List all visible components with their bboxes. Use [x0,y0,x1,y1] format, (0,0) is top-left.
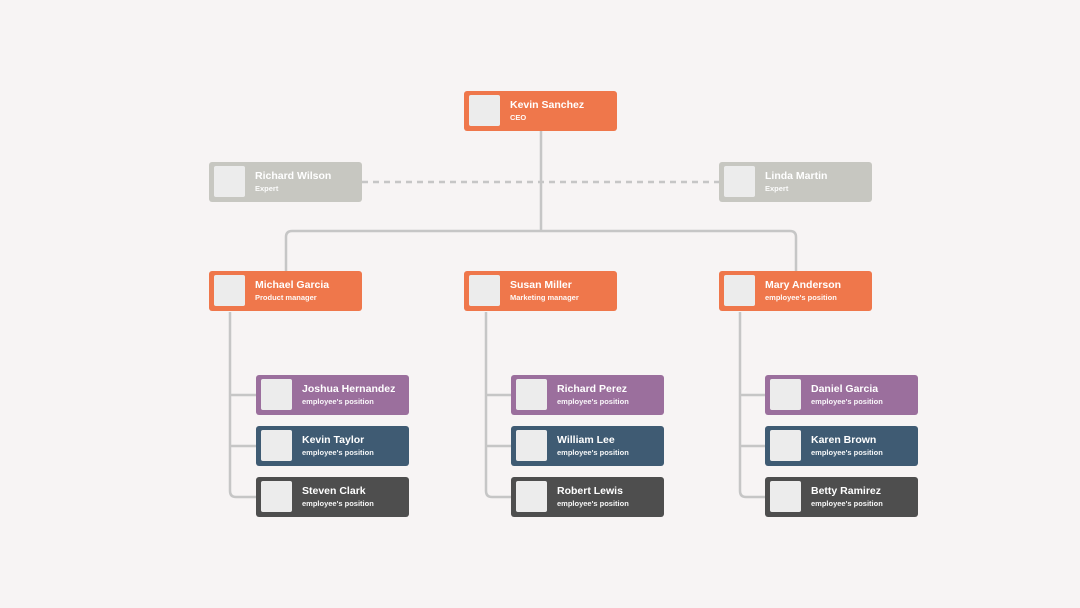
card-name: Kevin Taylor [302,434,365,446]
avatar-placeholder [469,275,500,306]
team-bracket-michael-garcia [228,312,256,499]
card-employee-kevin-taylor[interactable]: Kevin Taylor employee's position [256,426,409,466]
card-name: Linda Martin [765,170,828,182]
card-name: Steven Clark [302,485,366,497]
avatar-placeholder [261,481,292,512]
card-name: Mary Anderson [765,279,842,291]
avatar-placeholder [214,166,245,197]
card-name: Robert Lewis [557,485,623,497]
card-role: Expert [765,184,789,193]
card-name: Betty Ramirez [811,485,882,497]
card-role: CEO [510,113,527,122]
card-advisor-linda-martin[interactable]: Linda Martin Expert [719,162,872,202]
avatar-placeholder [724,275,755,306]
card-name: Michael Garcia [255,279,330,291]
manager-bus-line [284,229,798,271]
avatar-placeholder [261,430,292,461]
card-name: Richard Wilson [255,170,332,182]
card-role: Marketing manager [510,293,579,302]
avatar-placeholder [724,166,755,197]
card-role: employee's position [302,499,374,508]
card-role: employee's position [765,293,837,302]
card-name: Joshua Hernandez [302,383,396,395]
card-role: Product manager [255,293,317,302]
avatar-placeholder [261,379,292,410]
card-name: Richard Perez [557,383,628,395]
card-role: employee's position [811,397,883,406]
card-advisor-richard-wilson[interactable]: Richard Wilson Expert [209,162,362,202]
card-role: employee's position [811,499,883,508]
card-role: employee's position [557,397,629,406]
avatar-placeholder [770,379,801,410]
card-employee-william-lee[interactable]: William Lee employee's position [511,426,664,466]
team-bracket-susan-miller [484,312,511,499]
avatar-placeholder [469,95,500,126]
card-role: employee's position [302,397,374,406]
avatar-placeholder [516,430,547,461]
card-employee-joshua-hernandez[interactable]: Joshua Hernandez employee's position [256,375,409,415]
card-employee-steven-clark[interactable]: Steven Clark employee's position [256,477,409,517]
card-name: Karen Brown [811,434,877,446]
team-bracket-mary-anderson [738,312,765,499]
card-employee-robert-lewis[interactable]: Robert Lewis employee's position [511,477,664,517]
card-role: employee's position [811,448,883,457]
card-manager-susan-miller[interactable]: Susan Miller Marketing manager [464,271,617,311]
avatar-placeholder [516,379,547,410]
avatar-placeholder [516,481,547,512]
avatar-placeholder [770,430,801,461]
card-role: employee's position [557,448,629,457]
card-role: employee's position [557,499,629,508]
card-employee-karen-brown[interactable]: Karen Brown employee's position [765,426,918,466]
avatar-placeholder [770,481,801,512]
card-ceo[interactable]: Kevin Sanchez CEO [464,91,617,131]
card-name: William Lee [557,434,615,446]
card-manager-michael-garcia[interactable]: Michael Garcia Product manager [209,271,362,311]
card-name: Kevin Sanchez [510,99,585,111]
card-role: employee's position [302,448,374,457]
card-employee-richard-perez[interactable]: Richard Perez employee's position [511,375,664,415]
card-name: Daniel Garcia [811,383,879,395]
card-employee-daniel-garcia[interactable]: Daniel Garcia employee's position [765,375,918,415]
card-manager-mary-anderson[interactable]: Mary Anderson employee's position [719,271,872,311]
card-role: Expert [255,184,279,193]
card-name: Susan Miller [510,279,572,291]
card-employee-betty-ramirez[interactable]: Betty Ramirez employee's position [765,477,918,517]
avatar-placeholder [214,275,245,306]
